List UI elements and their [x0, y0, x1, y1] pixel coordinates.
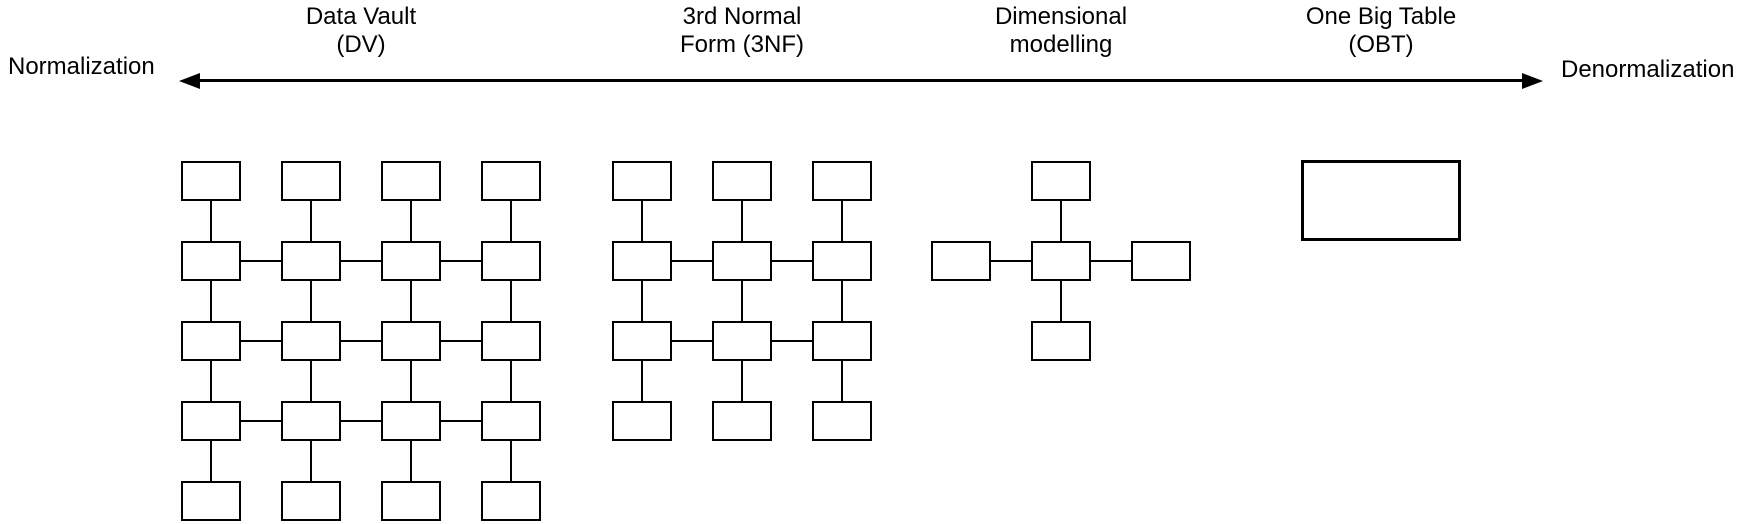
star-schema-box [1131, 241, 1191, 281]
label-line: modelling [1009, 31, 1113, 58]
3nf-schema-box [812, 401, 872, 441]
connector-line [1060, 281, 1062, 321]
connector-line [441, 420, 481, 422]
data-vault-schema-box [381, 161, 441, 201]
connector-line [741, 361, 743, 401]
3nf-schema-box [612, 241, 672, 281]
data-vault-schema-box [481, 401, 541, 441]
3nf-schema-box [812, 321, 872, 361]
connector-line [210, 201, 212, 241]
data-vault-schema-box [381, 241, 441, 281]
data-vault-schema-box [181, 321, 241, 361]
arrow-left-head-icon [179, 72, 200, 89]
star-schema-box [1031, 161, 1091, 201]
label-line: (OBT) [1348, 31, 1414, 58]
arrow-right-head-icon [1522, 72, 1543, 89]
connector-line [441, 260, 481, 262]
label-data-vault: Data Vault (DV) [306, 3, 416, 59]
connector-line [341, 420, 381, 422]
connector-line [641, 281, 643, 321]
connector-line [410, 201, 412, 241]
denormalization-label: Denormalization [1561, 56, 1735, 83]
connector-line [510, 201, 512, 241]
connector-line [341, 340, 381, 342]
connector-line [341, 260, 381, 262]
connector-line [641, 201, 643, 241]
data-vault-schema-box [381, 481, 441, 521]
connector-line [841, 361, 843, 401]
data-vault-schema-box [181, 241, 241, 281]
normalization-label: Normalization [8, 53, 155, 80]
connector-line [741, 201, 743, 241]
connector-line [672, 340, 712, 342]
connector-line [441, 340, 481, 342]
star-schema-box [1031, 321, 1091, 361]
label-line: 3rd Normal [682, 3, 802, 30]
connector-line [310, 281, 312, 321]
connector-line [841, 201, 843, 241]
one-big-table-box [1301, 160, 1461, 241]
connector-line [410, 361, 412, 401]
connector-line [210, 281, 212, 321]
connector-line [672, 260, 712, 262]
data-vault-schema-box [381, 401, 441, 441]
connector-line [510, 361, 512, 401]
connector-line [841, 281, 843, 321]
label-line: Data Vault [305, 3, 417, 30]
star-schema-box [931, 241, 991, 281]
connector-line [210, 361, 212, 401]
data-vault-schema-box [281, 161, 341, 201]
3nf-schema-box [612, 401, 672, 441]
data-vault-schema-box [481, 241, 541, 281]
data-vault-schema-box [281, 401, 341, 441]
connector-line [772, 340, 812, 342]
connector-line [741, 281, 743, 321]
data-vault-schema-box [381, 321, 441, 361]
connector-line [241, 340, 281, 342]
3nf-schema-box [712, 161, 772, 201]
star-schema-box [1031, 241, 1091, 281]
connector-line [1091, 260, 1131, 262]
data-vault-schema-box [481, 161, 541, 201]
3nf-schema-box [812, 161, 872, 201]
data-vault-schema-box [181, 481, 241, 521]
connector-line [310, 361, 312, 401]
3nf-schema-box [612, 161, 672, 201]
3nf-schema-box [712, 321, 772, 361]
3nf-schema-box [712, 401, 772, 441]
data-vault-schema-box [481, 481, 541, 521]
data-vault-schema-box [181, 401, 241, 441]
connector-line [241, 260, 281, 262]
connector-line [510, 441, 512, 481]
3nf-schema-box [712, 241, 772, 281]
label-line: Form (3NF) [680, 31, 804, 58]
connector-line [210, 441, 212, 481]
label-one-big-table: One Big Table (OBT) [1306, 3, 1456, 59]
data-vault-schema-box [481, 321, 541, 361]
label-third-normal-form: 3rd Normal Form (3NF) [680, 3, 804, 59]
connector-line [772, 260, 812, 262]
label-dimensional-modelling: Dimensional modelling [995, 3, 1127, 59]
connector-line [410, 281, 412, 321]
connector-line [310, 441, 312, 481]
data-vault-schema-box [281, 321, 341, 361]
data-vault-schema-box [181, 161, 241, 201]
data-vault-schema-box [281, 481, 341, 521]
data-vault-schema-box [281, 241, 341, 281]
connector-line [241, 420, 281, 422]
label-line: One Big Table [1305, 3, 1457, 30]
3nf-schema-box [812, 241, 872, 281]
3nf-schema-box [612, 321, 672, 361]
connector-line [310, 201, 312, 241]
label-line: Dimensional [994, 3, 1128, 30]
connector-line [510, 281, 512, 321]
connector-line [991, 260, 1031, 262]
connector-line [410, 441, 412, 481]
label-line: (DV) [336, 31, 386, 58]
connector-line [1060, 201, 1062, 241]
spectrum-arrow-line [196, 79, 1526, 82]
connector-line [641, 361, 643, 401]
